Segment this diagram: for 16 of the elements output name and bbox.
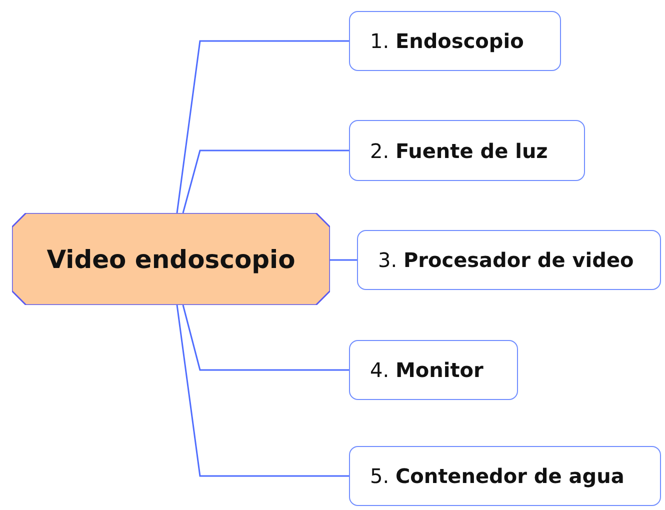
item-label: 1. Endoscopio bbox=[370, 29, 524, 53]
item-label: 2. Fuente de luz bbox=[370, 138, 548, 162]
connector-line bbox=[176, 304, 349, 477]
connector-line bbox=[176, 40, 349, 214]
item-box bbox=[349, 120, 585, 181]
connector-line bbox=[182, 150, 349, 214]
connector-line bbox=[330, 259, 357, 261]
item-label: 3. Procesador de video bbox=[378, 248, 634, 272]
item-box bbox=[349, 11, 561, 71]
item-label: 5. Contenedor de agua bbox=[370, 464, 624, 488]
item-box bbox=[349, 340, 518, 400]
item-label: 4. Monitor bbox=[370, 358, 484, 382]
topic-title: Video endoscopio bbox=[46, 244, 296, 274]
item-box bbox=[357, 230, 661, 290]
connector-line bbox=[182, 304, 349, 371]
item-box bbox=[349, 446, 661, 506]
